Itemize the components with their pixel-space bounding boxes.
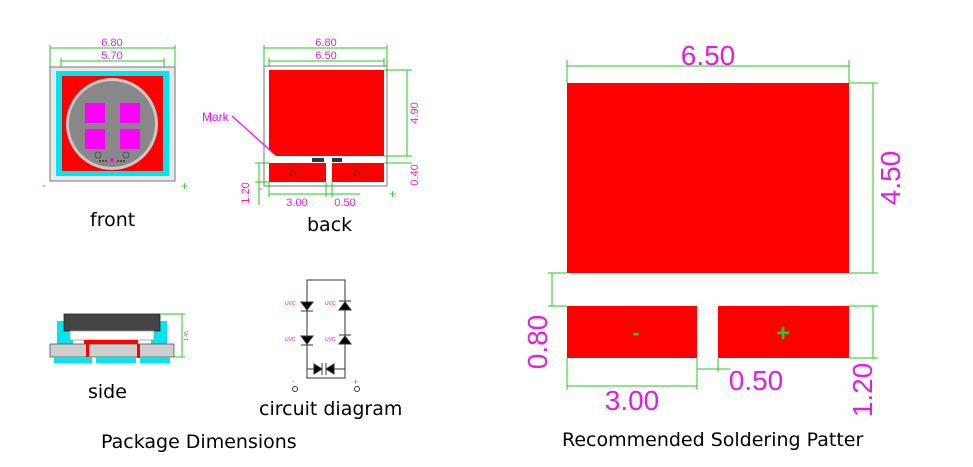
- side-lens: [63, 313, 161, 332]
- circuit-minus-sign: -: [292, 379, 295, 386]
- solder-plus-sign: +: [776, 320, 790, 347]
- solder-dim-pad-width: 3.00: [605, 385, 660, 416]
- solder-minus-sign: -: [632, 320, 639, 345]
- circuit-led-label-3: UVC: [325, 301, 336, 307]
- solder-thermal-pad: [567, 83, 849, 273]
- front-view: 6.80 5.70 - +: [42, 37, 188, 193]
- back-pad-plus: [332, 163, 384, 182]
- front-minus-sign: -: [42, 178, 46, 192]
- back-label: back: [307, 214, 353, 236]
- side-dim-height: 1.45: [184, 331, 190, 341]
- circuit-led-label-1: UVC: [285, 301, 296, 307]
- back-thermal-pad: [269, 70, 384, 156]
- front-dim-inner: 5.70: [101, 50, 122, 62]
- front-plus-sign: +: [181, 179, 188, 193]
- circuit-diagram: [292, 279, 360, 392]
- soldering-pattern: 6.50 4.50 0.80 1.20 3.00 0.50 - +: [522, 40, 906, 417]
- package-dimensions-title: Package Dimensions: [101, 431, 297, 453]
- front-chip-1: [85, 103, 105, 123]
- solder-dim-pad-height: 1.20: [847, 363, 878, 418]
- back-dim-outer: 6.80: [315, 37, 336, 49]
- back-dim-pad-height: 1.20: [240, 182, 252, 203]
- circuit-led-label-4: UVC: [325, 337, 336, 343]
- front-lens: [69, 81, 155, 167]
- back-dim-inner: 6.50: [315, 50, 336, 62]
- solder-dim-slot: 0.50: [729, 365, 784, 396]
- front-chip-3: [85, 129, 105, 149]
- solder-dim-width: 6.50: [681, 40, 736, 71]
- soldering-pattern-title: Recommended Soldering Patter: [562, 429, 864, 451]
- circuit-led-label-2: UVC: [285, 337, 296, 343]
- back-dim-gap: 0.40: [409, 164, 421, 185]
- solder-dim-height: 4.50: [875, 151, 906, 206]
- solder-pad-minus: [567, 306, 697, 358]
- back-dim-slot: 0.50: [334, 197, 355, 209]
- back-dim-pad-width: 3.00: [286, 197, 307, 209]
- circuit-plus-sign: +: [353, 377, 358, 387]
- circuit-diagram-label: circuit diagram: [259, 398, 403, 420]
- back-mark-label: Mark: [202, 110, 230, 124]
- solder-dim-gap: 0.80: [522, 315, 553, 370]
- front-chip-4: [120, 129, 140, 149]
- side-label: side: [88, 381, 127, 403]
- mark-leader-line: [231, 115, 273, 153]
- back-minus-sign: -: [259, 181, 263, 195]
- front-chip-2: [120, 103, 140, 123]
- side-substrate: [49, 343, 175, 358]
- back-plus-sign: +: [389, 187, 396, 201]
- front-dim-outer: 6.80: [101, 37, 122, 49]
- back-dim-height: 4.90: [409, 102, 421, 123]
- front-label: front: [90, 209, 136, 231]
- side-view: 1.45: [49, 313, 190, 363]
- back-view: 6.80 6.50 Mark 4.90 0.40 1.20 3.00 0.50 …: [202, 37, 421, 209]
- solder-pad-plus: [718, 306, 849, 358]
- back-pad-minus: [269, 163, 326, 182]
